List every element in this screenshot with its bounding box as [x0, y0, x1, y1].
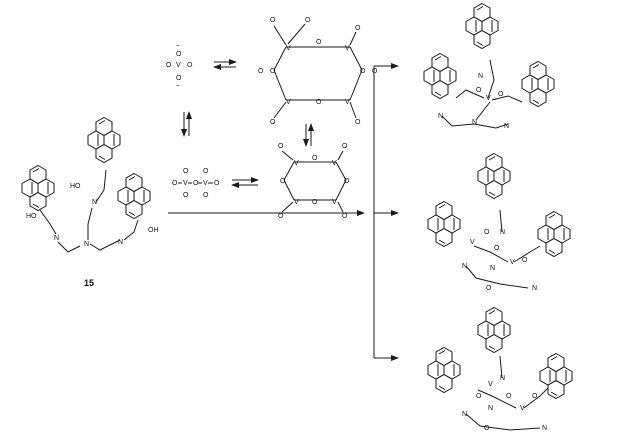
o-atom: O — [342, 143, 348, 150]
o-atom: O — [342, 213, 348, 220]
o-atom: O — [476, 393, 482, 400]
v-atom: V — [470, 239, 475, 246]
v-atom: V — [345, 45, 350, 52]
o-atom: O — [498, 91, 504, 98]
n-atom: N — [462, 411, 467, 418]
n-atom: N — [504, 123, 509, 130]
cyclic-tetravanadate-top: V V V V O O O O O O O O O O O — [258, 17, 378, 126]
v-atom: V — [176, 62, 181, 69]
o-atom: O — [187, 62, 193, 69]
v-atom: V — [520, 405, 525, 412]
o-atom: O — [214, 180, 220, 187]
v-atom: V — [488, 381, 493, 388]
o-atom: O — [344, 178, 350, 185]
v-atom: V — [510, 259, 515, 266]
o-atom: O — [355, 25, 361, 32]
o-atom: O — [166, 62, 172, 69]
o-atom: O — [305, 17, 311, 24]
n-atom: N — [500, 375, 505, 382]
v-atom: V — [286, 45, 291, 52]
o-atom: O — [203, 192, 209, 199]
v-atom: V — [294, 160, 299, 167]
hydroxyl-label: OH — [148, 227, 159, 234]
o-atom: O — [522, 257, 528, 264]
v-atom: V — [286, 99, 291, 106]
o-atom: O — [270, 17, 276, 24]
n-atom: N — [54, 235, 59, 242]
charge-minus: − — [176, 83, 180, 90]
v-atom: V — [332, 199, 337, 206]
n-atom: N — [478, 73, 483, 80]
o-atom: O — [506, 393, 512, 400]
o-atom: O — [486, 285, 492, 292]
o-atom: O — [316, 99, 322, 106]
v-atom: V — [345, 99, 350, 106]
o-atom: O — [270, 68, 276, 75]
n-atom: N — [92, 199, 97, 206]
o-atom: O — [372, 68, 378, 75]
hydroxyl-label: HO — [26, 213, 37, 220]
divanadate: V V O O O O O O O — [172, 168, 220, 199]
product-trinuclear: V V O O O O N N N N — [427, 307, 573, 432]
n-atom: N — [462, 263, 467, 270]
n-atom: N — [542, 425, 547, 432]
o-atom: O — [355, 119, 361, 126]
compound-number: 15 — [84, 278, 94, 288]
o-atom: O — [193, 180, 199, 187]
v-atom: V — [294, 199, 299, 206]
n-atom: N — [488, 405, 493, 412]
o-atom: O — [183, 168, 189, 175]
o-atom: O — [176, 51, 182, 58]
v-atom: V — [332, 160, 337, 167]
o-atom: O — [280, 178, 286, 185]
o-atom: O — [312, 199, 318, 206]
product-dinuclear: V V O O O O N N N N — [427, 153, 571, 292]
n-atom: N — [118, 239, 123, 246]
o-atom: O — [183, 192, 189, 199]
equilibrium-arrows — [181, 59, 314, 188]
o-atom: O — [172, 180, 178, 187]
product-mononuclear: V O O N N N N — [423, 3, 555, 130]
reaction-arrows — [168, 63, 399, 361]
v-atom: V — [203, 180, 208, 187]
o-atom: O — [316, 39, 322, 46]
o-atom: O — [494, 245, 500, 252]
n-atom: N — [84, 241, 89, 248]
o-atom: O — [278, 213, 284, 220]
o-atom: O — [476, 87, 482, 94]
o-atom: O — [312, 155, 318, 162]
n-atom: N — [438, 113, 443, 120]
v-atom: V — [183, 180, 188, 187]
charge-minus: − — [176, 43, 180, 50]
o-atom: O — [360, 68, 366, 75]
n-atom: N — [472, 119, 477, 126]
o-atom: O — [484, 425, 490, 432]
o-atom: O — [532, 393, 538, 400]
o-atom: O — [278, 143, 284, 150]
o-atom: O — [258, 68, 264, 75]
monovanadate: V O O O O − − — [166, 43, 193, 90]
hydroxyl-label: HO — [70, 183, 81, 190]
cyclic-tetravanadate-bottom: V V V V O O O O O O O O — [278, 143, 350, 220]
o-atom: O — [176, 75, 182, 82]
n-atom: N — [532, 285, 537, 292]
o-atom: O — [270, 119, 276, 126]
o-atom: O — [484, 229, 490, 236]
o-atom: O — [203, 168, 209, 175]
n-atom: N — [500, 229, 505, 236]
ligand-15: HO HO OH N N N N 15 — [21, 117, 159, 288]
n-atom: N — [490, 265, 495, 272]
v-atom: V — [486, 95, 491, 102]
